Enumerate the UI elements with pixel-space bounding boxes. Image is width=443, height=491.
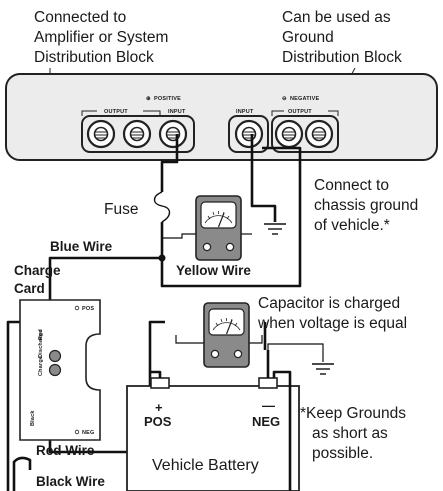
callout-ground-block-line1: Can be used as (282, 9, 391, 26)
callout-ground-block: Can be used as Ground Distribution Block (282, 9, 402, 66)
vehicle-battery: + POS — NEG Vehicle Battery (126, 377, 300, 491)
battery-neg-return (272, 370, 292, 491)
battery-pos-terminal (150, 377, 170, 389)
battery-pos-lead (150, 370, 162, 378)
fuse: Fuse (104, 191, 171, 223)
charge-card-title-line1: Charge (14, 263, 61, 278)
distribution-block-housing (5, 73, 438, 161)
callout-amplifier-line3: Distribution Block (34, 49, 154, 66)
callout-ground-block-line2: Ground (282, 29, 334, 46)
callout-chassis-line2: chassis ground (314, 197, 418, 214)
yellow-wire (160, 146, 302, 288)
chassis-ground-symbol (264, 223, 286, 235)
blue-wire (48, 256, 162, 300)
callout-capacitor-line2: when voltage is equal (257, 315, 407, 332)
input-right-label: INPUT (236, 109, 254, 115)
positive-output-terminal-1 (86, 119, 116, 149)
fuse-label: Fuse (104, 201, 138, 218)
yellow-wire-label: Yellow Wire (176, 263, 251, 278)
callout-keep-grounds-line3: possible. (312, 445, 373, 462)
voltmeter-bottom (203, 302, 250, 368)
battery-pos-label: POS (144, 414, 172, 429)
battery-case (126, 385, 300, 491)
charge-card-pos-label: POS (82, 306, 94, 312)
battery-neg-sign: — (262, 398, 275, 413)
charge-card-neg-label: NEG (82, 430, 95, 436)
battery-neg-terminal (258, 377, 278, 389)
charge-contact (48, 349, 62, 363)
charge-card: Charge Card Charge Discharge Red Black P… (14, 263, 101, 441)
red-wire-label: Red Wire (36, 443, 95, 458)
meter2-left-lead (175, 335, 204, 344)
distribution-block: ⊕ POSITIVE ⊖ NEGATIVE OUTPUT INPUT INPUT… (5, 73, 438, 161)
callout-keep-grounds-line1: *Keep Grounds (300, 405, 406, 422)
negative-label: NEGATIVE (290, 96, 319, 102)
input-left-label: INPUT (168, 109, 186, 115)
callout-amplifier-line2: Amplifier or System (34, 29, 168, 46)
charge-card-discharge-label: Discharge (38, 330, 44, 358)
charge-card-charge-label: Charge (38, 356, 44, 376)
callout-capacitor-line1: Capacitor is charged (258, 295, 400, 312)
voltmeter-top (195, 195, 242, 261)
positive-input-wire (160, 134, 179, 192)
callout-ground-block-line3: Distribution Block (282, 49, 402, 66)
black-wire-left (6, 320, 20, 491)
positive-output-terminal-2 (122, 119, 152, 149)
charge-card-red-label: Red (38, 329, 44, 340)
negative-symbol: ⊖ (282, 96, 287, 102)
battery-ground-symbol (312, 363, 334, 375)
fuse-symbol (153, 191, 171, 223)
black-wire-label: Black Wire (36, 474, 105, 489)
battery-ground-lead (267, 343, 324, 362)
output-left-label: OUTPUT (104, 109, 128, 115)
discharge-contact (48, 363, 62, 377)
junction-dot (158, 254, 166, 262)
charge-card-black-label: Black (30, 410, 36, 426)
charge-card-title-line2: Card (14, 281, 45, 296)
callout-keep-grounds-line2: as short as (312, 425, 388, 442)
battery-wires (150, 350, 292, 491)
meter1-left-lead (162, 233, 196, 239)
callout-chassis-line1: Connect to (314, 177, 389, 194)
chassis-ground-wire (250, 134, 277, 222)
battery-label: Vehicle Battery (152, 457, 259, 474)
black-wire-hook (12, 456, 32, 491)
blue-wire-label: Blue Wire (50, 239, 113, 254)
battery-pos-sign: + (155, 400, 163, 415)
callout-amplifier-line1: Connected to (34, 9, 126, 26)
output-right-label: OUTPUT (288, 109, 312, 115)
negative-output-terminal-2 (304, 119, 334, 149)
negative-input-terminal (234, 119, 264, 149)
callout-amplifier: Connected to Amplifier or System Distrib… (34, 9, 168, 66)
positive-symbol: ⊕ (146, 96, 151, 102)
callout-chassis-line3: of vehicle.* (314, 217, 390, 234)
negative-output-terminal-1 (274, 119, 304, 149)
battery-neg-label: NEG (252, 414, 280, 429)
positive-label: POSITIVE (154, 96, 181, 102)
positive-input-terminal (158, 119, 188, 149)
